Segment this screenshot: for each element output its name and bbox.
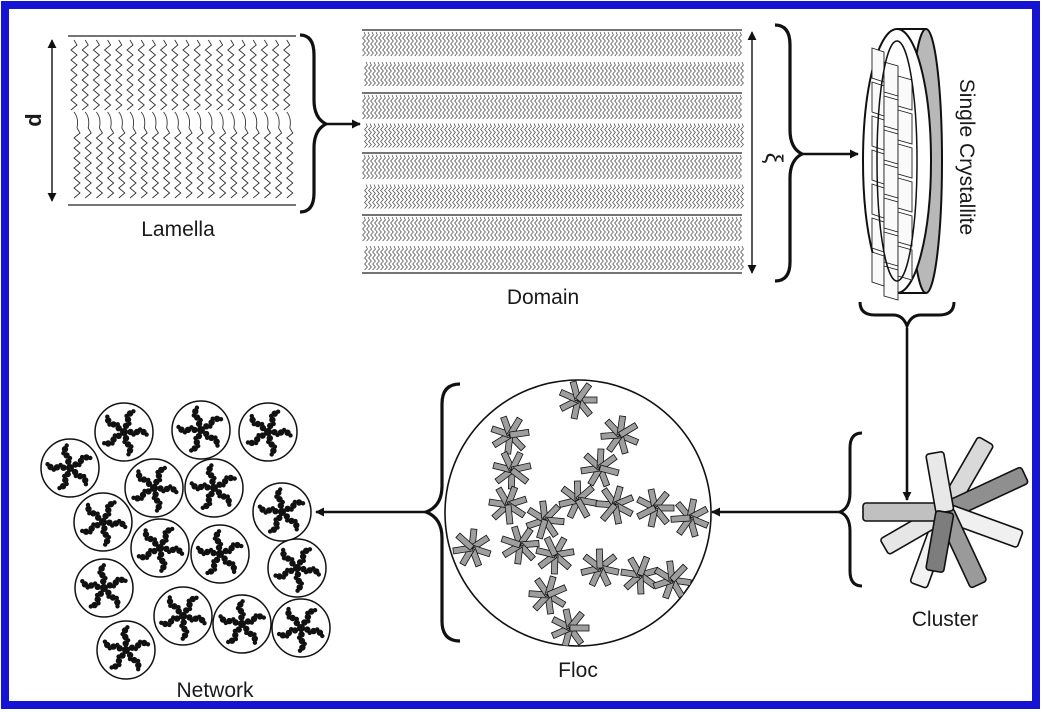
lamella-label: Lamella — [141, 218, 215, 241]
cluster-panel: Cluster — [711, 431, 1029, 631]
lamella-panel: d Lamella — [21, 33, 361, 241]
cluster-label: Cluster — [912, 608, 979, 631]
cluster-brace-icon — [835, 431, 863, 588]
lamella-d-label: d — [21, 113, 46, 126]
domain-panel: ξ Domain — [362, 23, 859, 309]
floc-label: Floc — [558, 659, 598, 682]
domain-lamella-stack — [362, 29, 744, 274]
network-panel: Network — [40, 400, 331, 702]
lamella-brace-icon — [299, 33, 330, 214]
lamella-chains — [70, 39, 294, 199]
crystallite-brace-icon — [858, 301, 956, 331]
floc-panel: Floc — [315, 379, 712, 682]
network-flocs — [40, 400, 331, 680]
crystallite-label: Single Crystallite — [955, 79, 978, 235]
domain-xi-label: ξ — [760, 153, 787, 164]
domain-label: Domain — [507, 286, 579, 309]
network-label: Network — [176, 679, 254, 702]
floc-circle — [444, 379, 712, 647]
crystallite-disc — [862, 28, 943, 301]
cluster-rods — [862, 436, 1029, 589]
single-crystallite-panel: Single Crystallite — [858, 28, 978, 501]
floc-clusters — [452, 380, 710, 646]
